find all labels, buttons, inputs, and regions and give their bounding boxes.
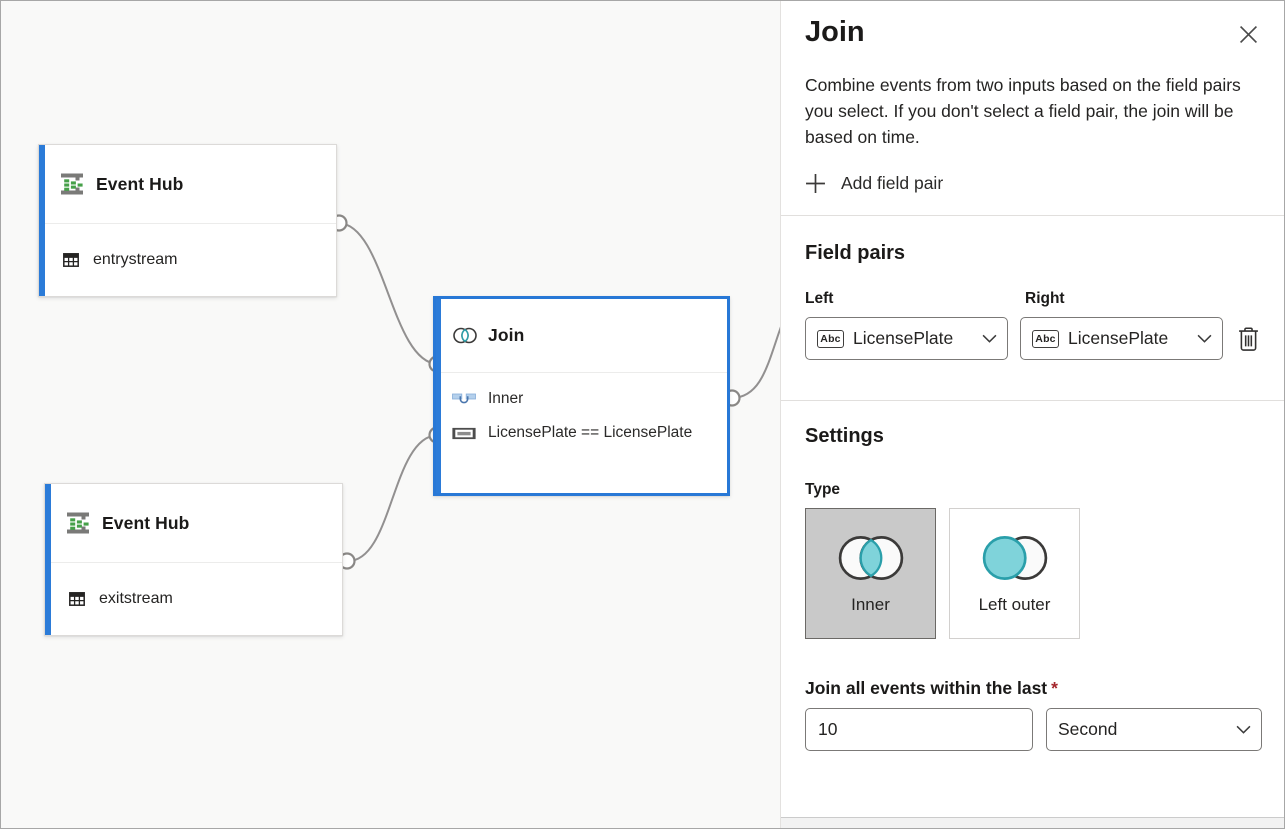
edge-join-output — [731, 326, 780, 399]
join-config-panel: Join Combine events from two inputs base… — [780, 1, 1284, 828]
inner-join-icon — [452, 392, 476, 406]
join-venn-icon — [452, 326, 478, 345]
field-pairs-heading: Field pairs — [805, 242, 906, 264]
node-accent-bar — [436, 299, 441, 493]
divider — [781, 215, 1284, 216]
close-icon — [1239, 25, 1258, 44]
table-icon — [61, 250, 81, 270]
join-type-value: Inner — [488, 390, 524, 407]
field-type-abc-icon: Abc — [1032, 329, 1059, 348]
node-event-hub-exit[interactable]: Event Hub exitstream — [44, 483, 343, 636]
time-unit-value: Second — [1058, 719, 1118, 739]
panel-title: Join — [805, 16, 865, 48]
chevron-down-icon — [1236, 725, 1251, 734]
join-type-left-outer-tile[interactable]: Left outer — [949, 508, 1080, 639]
stream-name: entrystream — [93, 251, 178, 268]
time-unit-dropdown[interactable]: Second — [1046, 708, 1262, 751]
chevron-down-icon — [982, 334, 997, 343]
add-field-pair-button[interactable]: Add field pair — [805, 171, 943, 196]
time-window-value-input[interactable] — [805, 708, 1033, 751]
event-hub-icon — [58, 170, 86, 198]
edge-exit-to-join — [346, 434, 438, 563]
node-join[interactable]: Join Inner — [433, 296, 730, 496]
field-type-abc-icon: Abc — [817, 329, 844, 348]
node-title: Event Hub — [96, 173, 184, 194]
close-panel-button[interactable] — [1237, 23, 1260, 46]
panel-description: Combine events from two inputs based on … — [805, 75, 1241, 147]
node-accent-bar — [45, 484, 51, 635]
chevron-down-icon — [1197, 334, 1212, 343]
field-pair-icon — [452, 426, 476, 441]
right-field-dropdown[interactable]: Abc LicensePlate — [1020, 317, 1223, 360]
node-title: Event Hub — [102, 512, 190, 533]
add-field-pair-label: Add field pair — [841, 173, 944, 193]
tile-label: Inner — [851, 595, 890, 614]
left-field-value: LicensePlate — [853, 328, 954, 348]
table-icon — [67, 589, 87, 609]
divider — [781, 400, 1284, 401]
tile-label: Left outer — [978, 595, 1051, 614]
diagram-canvas[interactable]: Event Hub entrystream — [1, 1, 780, 828]
trash-icon — [1237, 326, 1260, 352]
left-outer-join-venn-icon — [981, 509, 1049, 582]
node-accent-bar — [39, 145, 45, 296]
settings-heading: Settings — [805, 425, 884, 447]
required-marker: * — [1051, 678, 1058, 698]
time-window-label: Join all events within the last — [805, 678, 1048, 698]
right-field-label: Right — [1025, 290, 1065, 307]
join-type-label: Type — [805, 481, 841, 498]
delete-field-pair-button[interactable] — [1235, 324, 1262, 354]
node-title: Join — [488, 325, 525, 345]
left-field-dropdown[interactable]: Abc LicensePlate — [805, 317, 1008, 360]
edge-entry-to-join — [338, 222, 438, 365]
stream-name: exitstream — [99, 590, 173, 607]
join-type-inner-tile[interactable]: Inner — [805, 508, 936, 639]
event-hub-icon — [64, 509, 92, 537]
right-field-value: LicensePlate — [1068, 328, 1169, 348]
left-field-label: Left — [805, 290, 834, 307]
plus-icon — [805, 173, 826, 194]
join-condition: LicensePlate == LicensePlate — [488, 424, 693, 441]
panel-footer — [781, 817, 1284, 828]
inner-join-venn-icon — [837, 509, 905, 582]
node-event-hub-entry[interactable]: Event Hub entrystream — [38, 144, 337, 297]
